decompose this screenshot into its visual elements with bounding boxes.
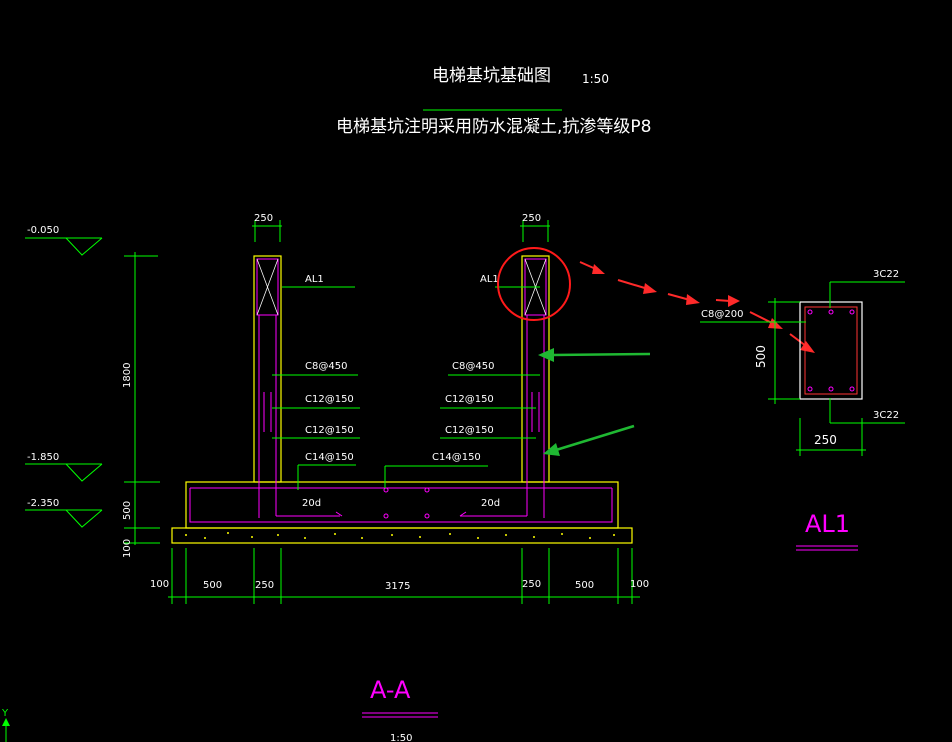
dim-slab: 500: [122, 501, 133, 520]
bottom-dimension-line: [168, 548, 640, 604]
al1-height: 500: [754, 345, 768, 368]
elevation-mid-label: -1.850: [27, 452, 59, 463]
label-bar1-left: C12@150: [305, 394, 354, 405]
label-stirrup-left: C8@450: [305, 361, 347, 372]
al1-title: AL1: [805, 510, 850, 538]
top-dim-left-label: 250: [254, 213, 273, 224]
ucs-icon: [2, 718, 10, 742]
al1-stirrup: C8@200: [701, 309, 743, 320]
label-anchor-right: 20d: [481, 498, 500, 509]
bottom-dim-7: 100: [630, 579, 649, 590]
label-bar2-right: C12@150: [445, 425, 494, 436]
rebar-dots: [383, 487, 430, 519]
drawing-title: 电梯基坑基础图: [432, 66, 551, 86]
cushion-hatch: [185, 532, 615, 539]
vertical-dimension-line: [124, 252, 160, 545]
section-scale: 1:50: [390, 733, 412, 742]
label-bottom-right: C14@150: [432, 452, 481, 463]
elevation-bottom-label: -2.350: [27, 498, 59, 509]
top-dim-right: [520, 220, 550, 242]
section-title: A-A: [370, 676, 411, 704]
elevation-marker-top: [25, 237, 103, 256]
top-dim-right-label: 250: [522, 213, 541, 224]
left-beam-al1: [256, 258, 279, 316]
top-dim-left: [252, 220, 282, 242]
dim-cushion: 100: [122, 539, 133, 558]
right-wall: [521, 255, 550, 483]
label-al1-left: AL1: [305, 274, 324, 285]
label-anchor-left: 20d: [302, 498, 321, 509]
label-bar2-left: C12@150: [305, 425, 354, 436]
bottom-dim-6: 500: [575, 580, 594, 591]
title-scale: 1:50: [582, 72, 609, 86]
ucs-y-label: Y: [1, 708, 9, 719]
label-bar1-right: C12@150: [445, 394, 494, 405]
highlight-circle: [497, 247, 571, 321]
green-arrows: [538, 348, 651, 456]
cushion-layer: [171, 527, 633, 544]
left-beam-cross-b: [256, 258, 279, 316]
label-stirrup-right: C8@450: [452, 361, 494, 372]
label-leaders: [272, 286, 540, 490]
bottom-dim-2: 500: [203, 580, 222, 591]
bottom-dim-4: 3175: [385, 581, 410, 592]
al1-width: 250: [814, 433, 837, 447]
drawing-note: 电梯基坑注明采用防水混凝土,抗渗等级P8: [336, 117, 651, 137]
rebar-lines: [189, 315, 613, 523]
dim-wall-height: 1800: [122, 363, 133, 388]
bottom-dim-1: 100: [150, 579, 169, 590]
label-bottom-left: C14@150: [305, 452, 354, 463]
label-al1-right: AL1: [480, 274, 499, 285]
elevation-marker-bottom: [25, 509, 103, 528]
elevation-top-label: -0.050: [27, 225, 59, 236]
red-arrows: [579, 261, 815, 353]
bottom-dim-3: 250: [255, 580, 274, 591]
al1-bottom-bars: 3C22: [873, 410, 899, 421]
elevation-marker-mid: [25, 463, 103, 482]
base-slab: [185, 481, 619, 529]
bottom-dim-5: 250: [522, 579, 541, 590]
al1-top-bars: 3C22: [873, 269, 899, 280]
al1-detail: [700, 281, 905, 456]
left-wall: [253, 255, 282, 483]
